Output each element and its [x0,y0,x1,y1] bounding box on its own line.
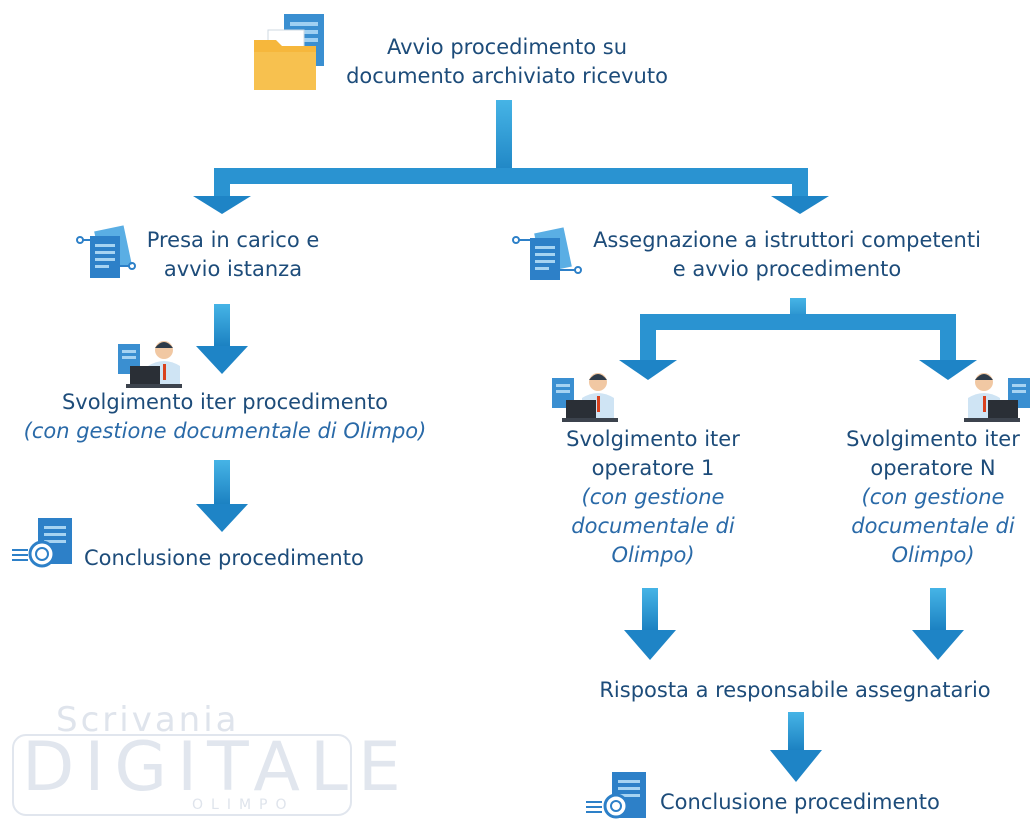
arrow-op1-to-risposta [624,630,676,660]
node-avvio-line1: Avvio procedimento su [386,35,628,59]
node-svolgimento-line1: Svolgimento iter procedimento [61,390,389,414]
watermark-top-text: Scrivania [56,700,240,740]
node-operatore1-line2: operatore 1 [591,456,715,480]
node-operatoreN-line3: (con gestione [861,485,1005,509]
node-assegnazione-line2: e avvio procedimento [672,257,902,281]
node-operatoreN-line4: documentale di [851,514,1015,538]
node-svolgimento-line2: (con gestione documentale di Olimpo) [23,419,427,443]
node-avvio: Avvio procedimento su documento archivia… [322,33,692,91]
stamped-document-icon [586,772,646,819]
arrow-to-operatore1 [619,360,677,380]
stamped-document-icon [12,518,72,568]
node-operatore1-line1: Svolgimento iter [566,427,740,451]
node-avvio-line2: documento archiviato ricevuto [346,64,668,88]
documents-connect-icon [76,225,136,278]
node-assegnazione: Assegnazione a istruttori competenti e a… [574,226,1000,284]
node-operatoreN-line5: Olimpo) [891,543,975,567]
documents-connect-icon [512,227,582,280]
arrow-down-right [771,196,829,214]
connector-top-stem [496,100,512,182]
node-operatoreN-line2: operatore N [870,456,996,480]
node-operatoreN: Svolgimento iter operatore N (con gestio… [840,425,1026,570]
node-presa-line2: avvio istanza [163,257,303,281]
node-presa-line1: Presa in carico e [146,228,320,252]
connector-sub-bar [640,314,956,330]
arrow-down-left [193,196,251,214]
node-conclusione-left: Conclusione procedimento [84,546,364,570]
node-presa: Presa in carico e avvio istanza [128,226,338,284]
arrow-opN-to-risposta [912,630,964,660]
node-operatore1-line3: (con gestione [581,485,725,509]
node-operatore1-line5: Olimpo) [611,543,695,567]
arrow-to-conclusione-left [196,504,248,532]
arrow-to-operatoreN [919,360,977,380]
arrow-to-svolgimento [196,346,248,374]
folder-document-icon [254,14,324,90]
connector-top-bar [214,168,808,184]
watermark-main-text: DIGITALE [22,728,411,807]
operator-desk-icon [964,373,1030,422]
watermark-frame [12,734,352,816]
node-operatore1: Svolgimento iter operatore 1 (con gestio… [560,425,746,570]
arrow-to-conclusione-right [770,750,822,782]
operator-desk-icon [118,341,182,388]
node-assegnazione-line1: Assegnazione a istruttori competenti [593,228,981,252]
node-conclusione-right: Conclusione procedimento [660,790,940,814]
node-risposta: Risposta a responsabile assegnatario [599,678,991,702]
node-operatore1-line4: documentale di [571,514,735,538]
operator-desk-icon [552,373,618,422]
node-operatoreN-line1: Svolgimento iter [846,427,1020,451]
watermark-sub-text: OLIMPO [192,797,295,813]
node-svolgimento: Svolgimento iter procedimento (con gesti… [20,388,430,446]
